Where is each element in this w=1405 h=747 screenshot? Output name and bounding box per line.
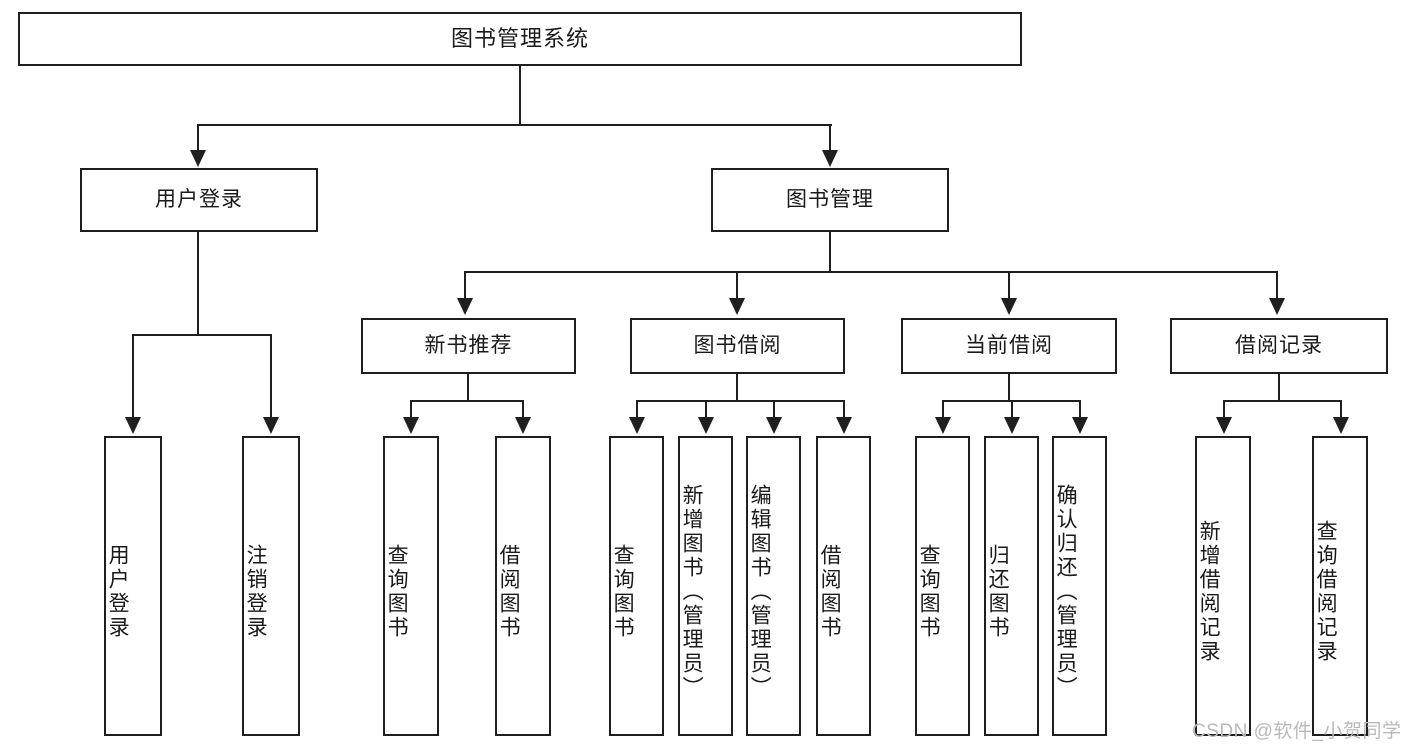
leaf-user-login[interactable]: 用户登录 <box>104 436 162 736</box>
csdn-watermark: CSDN @软件_小贺同学 <box>1192 721 1402 742</box>
node-current-borrow[interactable]: 当前借阅 <box>901 318 1117 374</box>
leaf-query-borrow-record[interactable]: 查询借阅记录 <box>1312 436 1368 736</box>
connector-current-borrow-stem <box>1008 374 1010 402</box>
arrowhead-leaf-user-login <box>125 417 141 434</box>
arrowhead-leaf-borrow-book-1 <box>515 417 531 434</box>
node-label: 注销登录 <box>244 544 268 640</box>
node-label: 新增借阅记录 <box>1197 520 1221 664</box>
connector-borrow-record-bus <box>1224 400 1342 402</box>
arrowhead-leaf-add-book <box>698 417 714 434</box>
connector-drop-book-borrow <box>736 271 738 299</box>
leaf-borrow-book-new-recommend[interactable]: 借阅图书 <box>495 436 551 736</box>
connector-drop-leaf-return-book <box>1011 400 1013 418</box>
connector-book-manage-stem <box>829 232 831 273</box>
connector-user-login-stem <box>197 232 199 336</box>
node-label: 借阅图书 <box>818 544 842 640</box>
arrowhead-book-borrow <box>729 298 745 315</box>
connector-book-borrow-bus <box>637 400 845 402</box>
connector-borrow-record-stem <box>1278 374 1280 402</box>
connector-level3-bus <box>465 271 1277 273</box>
node-label: 归还图书 <box>986 544 1010 640</box>
node-borrow-record[interactable]: 借阅记录 <box>1170 318 1388 374</box>
connector-drop-leaf-query-book-3 <box>942 400 944 418</box>
arrowhead-leaf-logout <box>263 417 279 434</box>
arrowhead-leaf-confirm-return <box>1072 417 1088 434</box>
node-label: 查询图书 <box>917 544 941 640</box>
connector-new-book-stem <box>467 374 469 402</box>
connector-drop-leaf-confirm-return <box>1079 400 1081 418</box>
connector-drop-leaf-query-record <box>1340 400 1342 418</box>
connector-drop-leaf-borrow-book-1 <box>522 400 524 418</box>
node-label: 图书管理 <box>786 187 874 211</box>
connector-new-book-bus <box>411 400 524 402</box>
connector-drop-leaf-query-book-2 <box>636 400 638 418</box>
arrowhead-user-login <box>190 150 206 167</box>
leaf-query-book-new-recommend[interactable]: 查询图书 <box>383 436 439 736</box>
node-new-book-recommend[interactable]: 新书推荐 <box>361 318 576 374</box>
node-label: 查询借阅记录 <box>1314 520 1338 664</box>
node-label: 图书借阅 <box>693 333 782 357</box>
arrowhead-leaf-return-book <box>1004 417 1020 434</box>
connector-drop-borrow-record <box>1276 271 1278 299</box>
arrowhead-current-borrow <box>1001 298 1017 315</box>
arrowhead-leaf-edit-book <box>766 417 782 434</box>
connector-drop-leaf-query-book-1 <box>410 400 412 418</box>
arrowhead-leaf-query-book-2 <box>629 417 645 434</box>
node-user-login[interactable]: 用户登录 <box>80 168 318 232</box>
node-label: 确认归还（管理员） <box>1054 484 1078 700</box>
connector-drop-leaf-borrow-book-2 <box>843 400 845 418</box>
arrowhead-borrow-record <box>1269 298 1285 315</box>
arrowhead-leaf-query-book-3 <box>935 417 951 434</box>
connector-drop-leaf-add-book <box>705 400 707 418</box>
leaf-borrow-book-borrow[interactable]: 借阅图书 <box>816 436 871 736</box>
arrowhead-leaf-borrow-book-2 <box>836 417 852 434</box>
leaf-add-borrow-record[interactable]: 新增借阅记录 <box>1195 436 1251 736</box>
connector-drop-leaf-logout <box>270 334 272 418</box>
connector-drop-book-manage <box>829 124 831 151</box>
leaf-confirm-return-admin[interactable]: 确认归还（管理员） <box>1052 436 1107 736</box>
node-label: 新增图书（管理员） <box>680 484 704 700</box>
leaf-query-book-borrow[interactable]: 查询图书 <box>609 436 664 736</box>
leaf-logout-login[interactable]: 注销登录 <box>242 436 300 736</box>
arrowhead-book-manage <box>822 150 838 167</box>
leaf-edit-book-admin[interactable]: 编辑图书（管理员） <box>746 436 801 736</box>
connector-drop-leaf-add-record <box>1223 400 1225 418</box>
arrowhead-new-book-recommend <box>457 298 473 315</box>
node-root-book-management-system[interactable]: 图书管理系统 <box>18 12 1022 66</box>
connector-drop-current-borrow <box>1008 271 1010 299</box>
arrowhead-leaf-query-book-1 <box>403 417 419 434</box>
connector-drop-user-login <box>197 124 199 151</box>
connector-drop-leaf-user-login <box>132 334 134 418</box>
leaf-add-book-admin[interactable]: 新增图书（管理员） <box>678 436 733 736</box>
connector-drop-leaf-edit-book <box>773 400 775 418</box>
node-label: 用户登录 <box>106 544 130 640</box>
node-label: 借阅图书 <box>497 544 521 640</box>
node-label: 图书管理系统 <box>450 26 589 52</box>
connector-user-login-bus <box>133 334 272 336</box>
node-label: 用户登录 <box>155 187 243 211</box>
node-label: 编辑图书（管理员） <box>748 484 772 700</box>
connector-root-stem <box>519 66 521 126</box>
node-label: 查询图书 <box>611 544 635 640</box>
node-book-borrow[interactable]: 图书借阅 <box>630 318 845 374</box>
connector-book-borrow-stem <box>736 374 738 402</box>
leaf-return-book[interactable]: 归还图书 <box>984 436 1039 736</box>
connector-drop-new-book <box>464 271 466 299</box>
arrowhead-leaf-add-record <box>1216 417 1232 434</box>
arrowhead-leaf-query-record <box>1333 417 1349 434</box>
node-label: 当前借阅 <box>965 333 1053 357</box>
node-label: 新书推荐 <box>424 333 513 357</box>
node-book-management[interactable]: 图书管理 <box>711 168 949 232</box>
connector-level1-bus <box>198 124 832 126</box>
node-label: 借阅记录 <box>1235 333 1323 357</box>
node-label: 查询图书 <box>385 544 409 640</box>
leaf-query-book-current[interactable]: 查询图书 <box>915 436 970 736</box>
